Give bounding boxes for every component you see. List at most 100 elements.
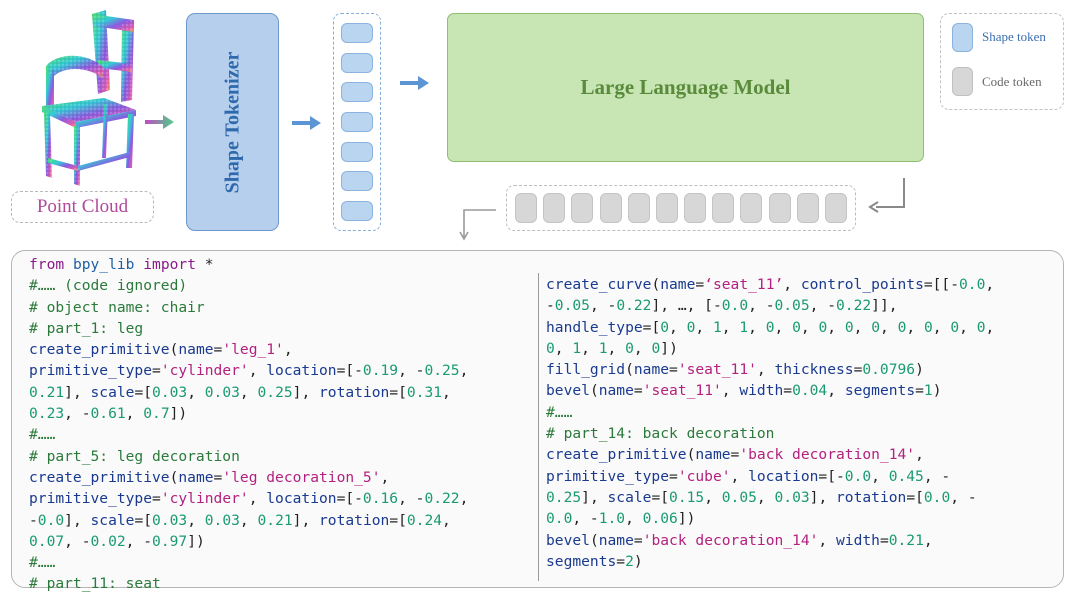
code-token-text: rotation	[319, 383, 390, 401]
code-token-text: 0.02	[90, 532, 126, 550]
code-token-text: 0	[792, 318, 801, 336]
code-token-text: -	[29, 511, 38, 529]
code-line: bevel(name='back decoration_14', width=0…	[546, 530, 994, 551]
code-token-text: 0.0	[959, 276, 986, 293]
code-token-text: =	[730, 446, 740, 464]
code-token-text: bpy_lib	[72, 256, 135, 273]
code-token-text: =	[669, 361, 678, 379]
code-token-text: scale	[90, 511, 135, 529]
code-token-text: 0.05	[774, 297, 810, 315]
arrow-right-icon	[145, 115, 174, 129]
code-token-text: ,	[581, 339, 599, 357]
code-token-text: ])	[660, 339, 678, 357]
code-token-text: , -	[64, 405, 91, 423]
code-line: # part_1: leg	[29, 318, 468, 339]
code-token-text: 0.16	[362, 490, 399, 508]
code-token-text: ,	[704, 488, 722, 506]
code-token-text: *	[195, 256, 214, 273]
code-token-text: , -	[809, 297, 836, 315]
code-token-text: create_primitive	[546, 446, 687, 464]
code-token-text: ,	[871, 467, 889, 485]
code-token	[796, 193, 819, 223]
code-token-text: (	[651, 276, 661, 293]
code-token-text: ,	[187, 511, 205, 529]
code-column-left: from bpy_lib import *#…… (code ignored)#…	[29, 254, 468, 595]
code-line: create_primitive(name='leg decoration_5'…	[29, 467, 468, 488]
code-token-text: ,	[442, 383, 451, 401]
code-line: primitive_type='cube', location=[-0.0, 0…	[546, 466, 994, 487]
code-token-text: , -	[398, 362, 425, 380]
code-token-text: 'leg_1'	[222, 341, 284, 359]
point-cloud-label: Point Cloud	[11, 191, 154, 223]
code-token-text: 0.0	[923, 488, 951, 506]
point-cloud-chair-image	[42, 10, 136, 186]
code-token-text: =	[616, 552, 626, 570]
code-token	[768, 193, 791, 223]
code-token-text: scale	[90, 383, 135, 401]
code-token-text: 0.21	[257, 511, 293, 529]
code-token-text: 0	[818, 318, 828, 336]
code-token-text: =[-	[818, 467, 845, 485]
arrow-right-icon	[400, 76, 429, 90]
code-token-text: fill_grid	[546, 361, 626, 379]
code-token	[824, 193, 847, 223]
shape-token	[341, 171, 373, 192]
code-token-text: 0.0796	[862, 361, 916, 379]
code-token-text: 0.21	[888, 531, 924, 549]
code-token	[543, 193, 566, 223]
code-line: # part_11: seat	[29, 573, 468, 594]
code-token-text: -	[546, 297, 555, 315]
code-line: create_curve(name=‘seat_11’, control_poi…	[546, 274, 994, 295]
code-token-text: ,	[125, 405, 144, 423]
code-token-text: 0.0	[721, 297, 749, 315]
code-token-text	[64, 256, 73, 273]
code-token-text: 0.21	[29, 383, 65, 401]
code-token	[627, 193, 650, 223]
code-token-text: ,	[187, 383, 205, 401]
code-line: 0.25], scale=[0.15, 0.05, 0.03], rotatio…	[546, 487, 994, 508]
code-token-text: ,	[818, 531, 836, 549]
code-token-text: ,	[721, 382, 740, 400]
code-token-text: , -	[64, 532, 91, 550]
code-token-text: =	[213, 468, 223, 486]
code-token-text: 0.45	[888, 467, 924, 485]
code-token-text: 0	[950, 318, 960, 336]
legend-shape-token-label: Shape token	[982, 29, 1046, 44]
code-line: -0.0], scale=[0.03, 0.03, 0.21], rotatio…	[29, 510, 468, 531]
code-token-text: 0.06	[642, 510, 678, 528]
code-token-text: ])	[169, 405, 188, 423]
code-token-text: , -	[572, 510, 599, 528]
code-token-text: ,	[442, 511, 451, 529]
code-token-text: ,	[730, 467, 749, 485]
code-token-text: 0.15	[669, 488, 705, 506]
shape-token	[341, 82, 373, 103]
code-token-text: ,	[625, 510, 643, 528]
code-token-text: name	[695, 446, 731, 464]
code-token-text: 0.25	[424, 362, 460, 380]
code-token-text: =[	[651, 488, 670, 506]
code-line: # part_5: leg decoration	[29, 446, 468, 467]
code-token-text: 0	[844, 318, 854, 336]
code-token-text: 0	[923, 318, 933, 336]
code-line: # object name: chair	[29, 297, 468, 318]
code-token-text: primitive_type	[546, 467, 670, 485]
code-token-text: ,	[853, 318, 872, 336]
code-token-text: ,	[800, 318, 819, 336]
code-line: create_primitive(name='back decoration_1…	[546, 444, 994, 465]
code-token-text: =	[879, 531, 889, 549]
code-token-text: 0.25	[257, 383, 293, 401]
code-line: # part_14: back decoration	[546, 423, 994, 444]
code-token	[571, 193, 594, 223]
code-token-text: (	[589, 382, 599, 400]
code-token-text: 1	[572, 339, 582, 357]
code-line: primitive_type='cylinder', location=[-0.…	[29, 360, 468, 381]
code-token-text: 0.04	[792, 382, 828, 400]
code-token-text: 0.07	[29, 532, 65, 550]
code-token-text: ,	[959, 318, 977, 336]
code-line: from bpy_lib import *	[29, 254, 468, 275]
code-line: -0.05, -0.22], …, [-0.0, -0.05, -0.22]],	[546, 295, 994, 316]
code-token-text: rotation	[836, 488, 907, 506]
code-column-divider	[538, 273, 539, 581]
shape-token	[341, 111, 373, 132]
code-token-text: (	[625, 361, 634, 379]
